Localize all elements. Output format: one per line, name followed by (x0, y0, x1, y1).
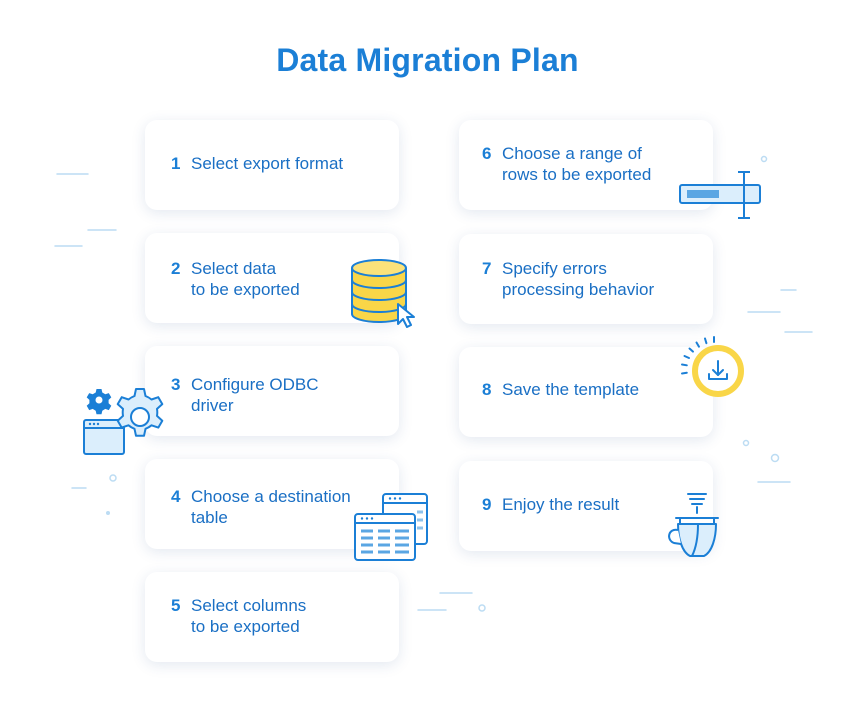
step-number: 6 (482, 144, 492, 163)
step-number: 1 (171, 154, 181, 173)
step-label-line2: driver (191, 396, 234, 415)
table-icon (354, 493, 428, 561)
step-label: Select columns (191, 596, 307, 615)
step-label: Specify errors (502, 259, 607, 278)
step-label: Choose a range of (502, 144, 642, 163)
step-number: 4 (171, 487, 181, 506)
step-number: 2 (171, 259, 181, 278)
step-card-7: 7 Specify errors processing behavior (459, 234, 713, 324)
step-number: 7 (482, 259, 492, 278)
step-card-9: 9 Enjoy the result (459, 461, 713, 551)
step-label: Enjoy the result (502, 495, 620, 514)
database-icon (351, 259, 415, 328)
step-number: 8 (482, 380, 492, 399)
page-title: Data Migration Plan (276, 42, 579, 78)
range-icon (679, 171, 761, 219)
step-label: Configure ODBC (191, 375, 319, 394)
step-card-6: 6 Choose a range of rows to be exported (459, 120, 713, 210)
step-label: Select data (191, 259, 277, 278)
step-label-line2: to be exported (191, 280, 300, 299)
step-label-line2: processing behavior (502, 280, 655, 299)
step-label-line2: table (191, 508, 228, 527)
download-icon (681, 336, 744, 397)
step-card-1: 1 Select export format (145, 120, 399, 210)
step-card-3: 3 Configure ODBC driver (145, 346, 399, 436)
step-label: Save the template (502, 380, 640, 399)
step-label-line2: rows to be exported (502, 165, 652, 184)
step-label-line2: to be exported (191, 617, 300, 636)
gear-icon (83, 388, 164, 455)
step-card-8: 8 Save the template (459, 347, 713, 437)
step-label: Choose a destination (191, 487, 351, 506)
step-card-5: 5 Select columns to be exported (145, 572, 399, 662)
coffee-cup-icon (668, 493, 719, 557)
step-number: 9 (482, 495, 492, 514)
step-number: 5 (171, 596, 181, 615)
step-number: 3 (171, 375, 181, 394)
step-label: Select export format (191, 154, 344, 173)
